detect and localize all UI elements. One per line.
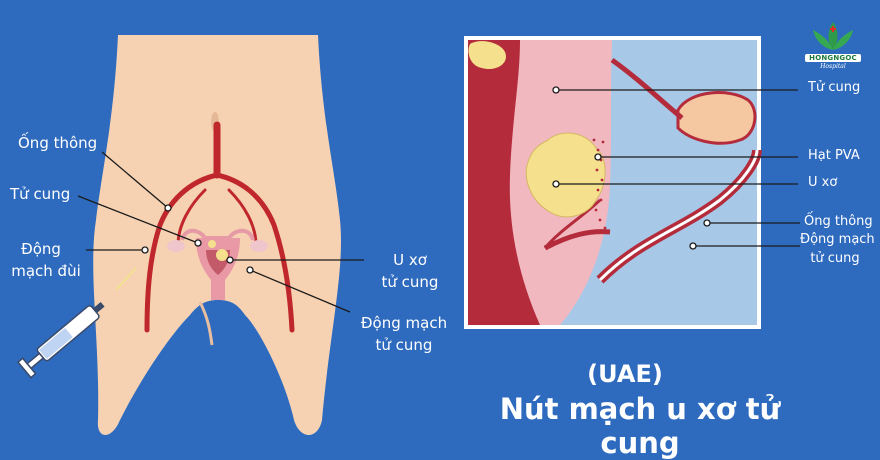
left-pointer-lines [77,151,364,313]
hospital-logo: HONGNGOC Hospital [805,20,861,70]
title-abbreviation: (UAE) [587,360,663,388]
logo-tagline: Hospital [820,63,846,70]
label-fibroid-right: U xơ [808,175,838,190]
label-femoral-artery-line2: mạch đùi [11,262,81,280]
label-uterine-artery-left-line2: tử cung [375,336,433,354]
label-uterus-left: Tử cung [10,185,71,203]
left-pointer-dots [141,204,254,274]
label-pva: Hạt PVA [808,148,860,163]
label-catheter-right: Ống thông [804,214,873,229]
body-illustration [93,35,341,435]
logo-name: HONGNGOC [805,54,861,62]
artery-network [144,121,295,333]
label-femoral-artery-line1: Động [21,240,61,258]
label-catheter-left: Ống thông [18,134,98,152]
label-uterine-artery-right-line1: Động mạch [800,232,875,247]
label-fibroid-left-line2: tử cung [381,273,439,291]
zoom-panel [464,36,762,329]
right-pointer-dots [552,86,711,250]
label-uterine-artery-left-line1: Động mạch [360,314,448,332]
lotus-icon [813,22,853,50]
right-pointer-lines [556,89,800,247]
page-title: Nút mạch u xơ tử cung [499,392,781,460]
uterus-illustration [167,228,268,300]
label-uterus-right: Tử cung [808,80,861,95]
label-uterine-artery-right-line2: tử cung [810,251,860,266]
label-fibroid-left-line1: U xơ [393,251,427,269]
syringe-illustration [17,267,137,379]
